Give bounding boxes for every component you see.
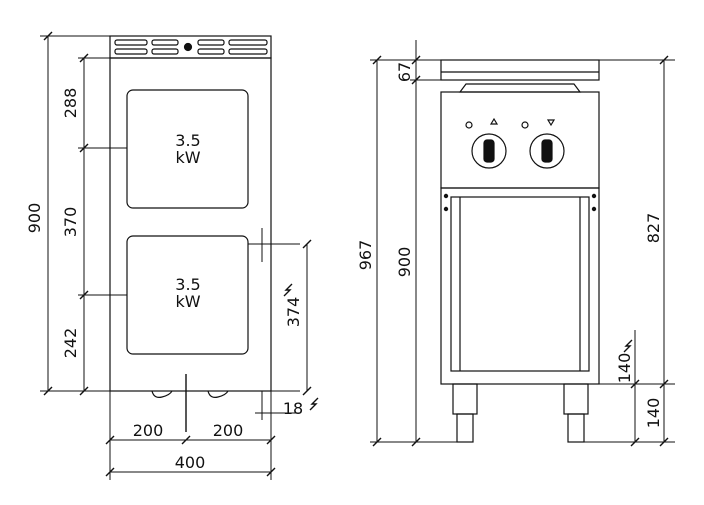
dim-zone-offset: 374 [284,297,303,328]
dim-bottom-segment: 242 [61,328,80,359]
front-dimension-lines [370,40,675,443]
dim-connection-height: 140 [615,353,634,384]
front-leg-right [563,383,589,415]
plan-foot-right [207,390,229,398]
plan-dimension-lines [40,35,308,480]
zone-1-unit: kW [175,148,200,167]
plan-view [109,35,272,432]
dim-half-width-right: 200 [213,421,244,440]
zone-2-unit: kW [175,292,200,311]
plan-foot-left [151,390,173,398]
dim-leg-offset: 18 [283,399,303,418]
front-frame [440,187,600,385]
electric-connection-icon [283,283,319,411]
knob-right-icon [521,119,565,169]
dim-middle-segment: 370 [61,207,80,238]
plan-dimension-ticks [43,31,312,477]
dim-leg-height: 140 [644,398,663,429]
front-view [440,59,600,443]
dim-half-width-left: 200 [133,421,164,440]
front-electric-connection-icon [623,339,633,353]
control-panel [440,91,600,189]
dim-worktop-height: 827 [644,213,663,244]
dim-top-segment: 288 [61,88,80,119]
dim-total-depth: 900 [25,203,44,234]
front-dimension-ticks [372,55,669,447]
cooking-zone-1 [126,89,249,209]
zone-1-power: 3.5 [175,131,200,150]
front-leg-left [452,383,478,415]
dim-total-width: 400 [175,453,206,472]
dim-backsplash-height: 67 [395,62,414,82]
zone-2-power: 3.5 [175,275,200,294]
dim-overall-height: 967 [356,240,375,271]
back-grille [109,35,272,59]
plan-outline [109,57,272,392]
front-backsplash [440,59,600,81]
dim-body-height: 900 [395,247,414,278]
knob-left-icon [465,117,507,169]
